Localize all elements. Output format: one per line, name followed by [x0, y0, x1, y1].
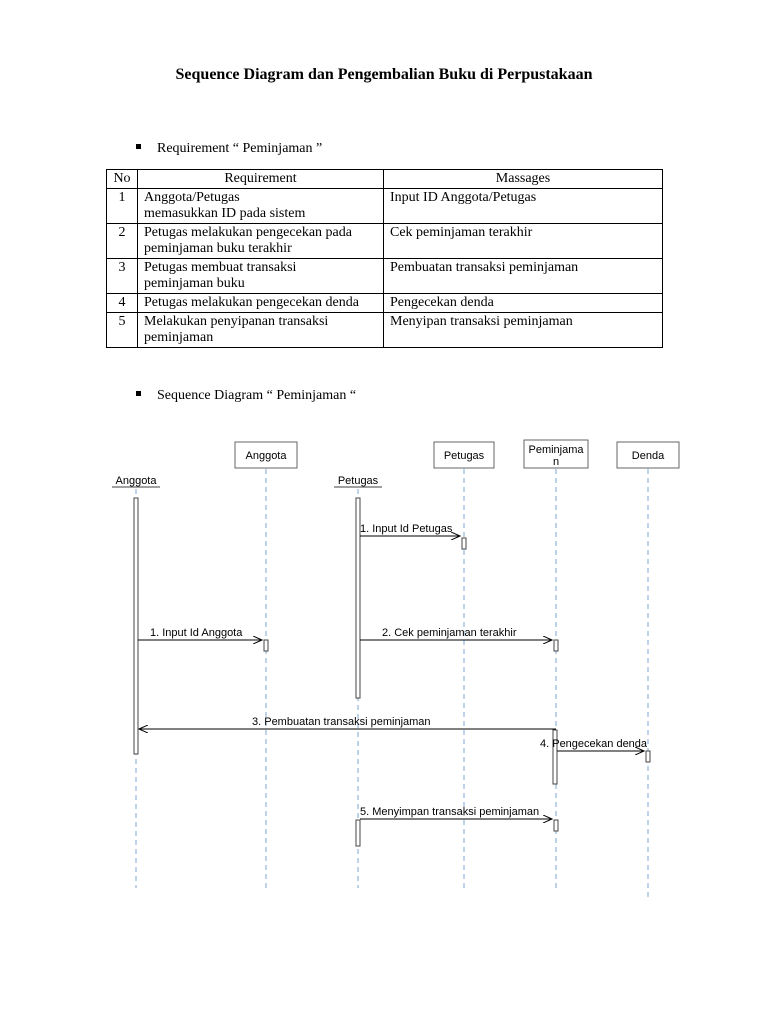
- activation-peminjaman-3: [553, 819, 559, 832]
- message-label-1a: 1. Input Id Petugas: [360, 523, 453, 535]
- activation-actor-petugas: [355, 497, 361, 699]
- cell-no: 5: [106, 312, 138, 348]
- actor-label-anggota: Anggota: [116, 475, 158, 487]
- section-sequence-label: Sequence Diagram “ Peminjaman “: [157, 388, 357, 403]
- object-label-petugas: Petugas: [444, 450, 485, 462]
- header-requirement: Requirement: [137, 169, 384, 189]
- message-label-4: 4. Pengecekan denda: [540, 738, 648, 750]
- activation-peminjaman-1: [553, 639, 559, 652]
- section-sequence: Sequence Diagram “ Peminjaman “: [136, 388, 356, 404]
- object-box-petugas: [433, 441, 495, 469]
- actor-label-petugas: Petugas: [338, 475, 379, 487]
- cell-message: Pengecekan denda: [383, 293, 663, 313]
- activation-peminjaman-2: [552, 729, 558, 785]
- object-box-peminjaman: [523, 439, 589, 469]
- section-requirement: Requirement “ Peminjaman ”: [136, 141, 322, 157]
- cell-message: Pembuatan transaksi peminjaman: [383, 258, 663, 294]
- section-requirement-label: Requirement “ Peminjaman ”: [157, 141, 323, 156]
- activation-petugas: [461, 537, 467, 550]
- cell-message: Input ID Anggota/Petugas: [383, 188, 663, 224]
- cell-message: Menyipan transaksi peminjaman: [383, 312, 663, 348]
- cell-message: Cek peminjaman terakhir: [383, 223, 663, 259]
- object-label-anggota: Anggota: [246, 450, 288, 462]
- activation-actor-petugas-2: [355, 819, 361, 847]
- page-title: Sequence Diagram dan Pengembalian Buku d…: [175, 66, 593, 83]
- message-label-3: 3. Pembuatan transaksi peminjaman: [252, 716, 431, 728]
- bullet-icon: [136, 391, 141, 397]
- message-label-2: 2. Cek peminjaman terakhir: [382, 627, 517, 639]
- activation-anggota: [263, 639, 269, 652]
- object-label-denda: Denda: [632, 450, 665, 462]
- activation-actor-anggota: [133, 497, 139, 755]
- activation-denda: [645, 750, 651, 763]
- message-label-5: 5. Menyimpan transaksi peminjaman: [360, 806, 539, 818]
- message-label-1b: 1. Input Id Anggota: [150, 627, 243, 639]
- object-box-denda: [616, 441, 680, 469]
- bullet-icon: [136, 144, 141, 150]
- object-box-anggota: [234, 441, 298, 469]
- cell-no: 3: [106, 258, 138, 294]
